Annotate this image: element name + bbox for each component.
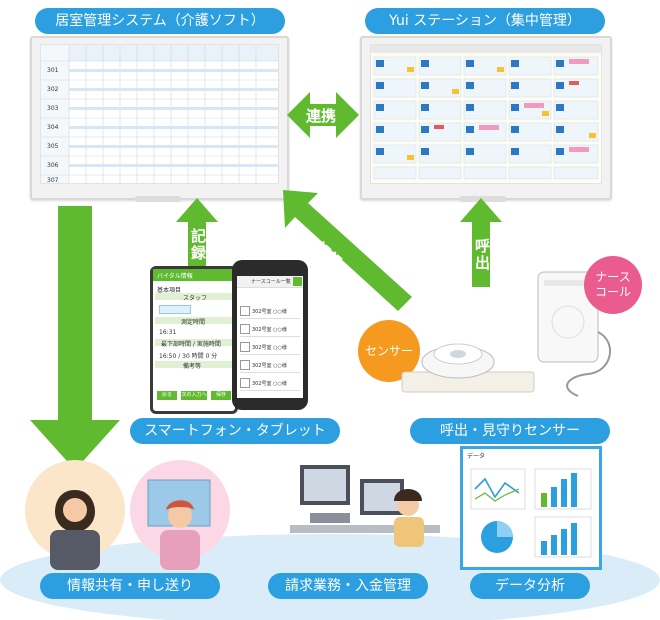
billing-illustration xyxy=(290,465,440,547)
care-system-label: 居室管理システム（介護ソフト） xyxy=(35,8,285,34)
phone-item-text: 302号室 ○○様 xyxy=(252,345,287,351)
checkbox-icon[interactable] xyxy=(240,360,250,370)
tablet-section-bar xyxy=(155,361,233,368)
station-tiles xyxy=(371,45,601,180)
phone-menu-icon[interactable] xyxy=(293,277,302,286)
phone-list-item[interactable]: 302号室 ○○様 xyxy=(240,358,300,373)
care-system-screen: 301 302 303 304 305 306 307 xyxy=(40,44,279,184)
room-label: 305 xyxy=(47,143,59,150)
room-label: 301 xyxy=(47,67,59,74)
checkbox-icon[interactable] xyxy=(240,378,250,388)
link-double-arrow xyxy=(287,92,359,138)
tablet-measure-label: 測定時間 xyxy=(181,319,206,326)
room-label: 302 xyxy=(47,86,59,93)
billing-label: 請求業務・入金管理 xyxy=(268,573,428,599)
analysis-charts xyxy=(470,468,592,558)
phone-list-item[interactable]: 302号室 ○○様 xyxy=(240,322,300,337)
call-arrow-label: 呼出 xyxy=(473,238,491,272)
station-label: Yui ステーション（集中管理） xyxy=(365,8,605,34)
phone-title: ナースコール一覧 xyxy=(251,279,291,285)
checkbox-icon[interactable] xyxy=(240,306,250,316)
phone-item-text: 302号室 ○○様 xyxy=(252,363,287,369)
phone-list-item[interactable]: 302号室 ○○様 xyxy=(240,376,300,391)
phone-item-text: 302号室 ○○様 xyxy=(252,327,287,333)
record-diagonal-arrow xyxy=(283,190,412,311)
care-monitor-stand xyxy=(135,196,181,202)
sensor-device-icon xyxy=(401,343,535,393)
station-monitor xyxy=(360,36,612,200)
nurse-call-badge: ナース コール xyxy=(584,256,642,314)
phone-item-text: 302号室 ○○様 xyxy=(252,309,287,315)
smartphone-device: ナースコール一覧 302号室 ○○様 302号室 ○○様 302号室 ○○様 3… xyxy=(232,260,308,410)
tablet-next-button[interactable]: 次の入力へ xyxy=(181,391,207,400)
data-analysis-label: データ分析 xyxy=(470,573,590,599)
tablet-staff-input[interactable] xyxy=(159,305,191,314)
tablet-field3: 最下部時間 / 実施時間 xyxy=(161,341,221,348)
phone-header xyxy=(237,276,303,288)
record-arrow-label: 記録 xyxy=(189,228,207,262)
station-monitor-stand xyxy=(460,196,506,202)
tablet-back-button[interactable]: 戻る xyxy=(157,391,177,400)
tablet-save-button[interactable]: 保存 xyxy=(211,391,231,400)
tablet-time1: 16:31 xyxy=(159,329,177,336)
record-up-arrow xyxy=(176,198,218,268)
tablet-staff-label: スタッフ xyxy=(183,295,208,302)
room-label: 303 xyxy=(47,105,59,112)
tablet-field4: 備考等 xyxy=(183,363,202,370)
checkbox-icon[interactable] xyxy=(240,324,250,334)
care-grid xyxy=(41,45,278,183)
tablet-section-bar xyxy=(155,293,233,300)
tablet-device: バイタル情報 基本項目 スタッフ 測定時間 16:31 最下部時間 / 実施時間… xyxy=(150,266,238,414)
room-label: 304 xyxy=(47,124,59,131)
tablet-title: バイタル情報 xyxy=(157,273,193,280)
care-system-monitor: 301 302 303 304 305 306 307 xyxy=(30,36,289,200)
phone-list-item[interactable]: 302号室 ○○様 xyxy=(240,340,300,355)
station-screen xyxy=(370,44,602,184)
checkbox-icon[interactable] xyxy=(240,342,250,352)
nurse-call-text: ナース コール xyxy=(594,270,631,299)
nurse-call-device-icon xyxy=(537,271,611,397)
mobile-label: スマートフォン・タブレット xyxy=(130,418,340,444)
analysis-panel-title: データ xyxy=(467,453,486,460)
analysis-panel: データ xyxy=(460,446,602,570)
info-share-label: 情報共有・申し送り xyxy=(40,573,220,599)
info-share-illustration xyxy=(25,460,230,570)
call-up-arrow xyxy=(460,198,502,287)
tablet-section-bar xyxy=(155,317,233,324)
tablet-header xyxy=(153,269,235,281)
sensor-group-label: 呼出・見守りセンサー xyxy=(410,418,610,444)
phone-screen: ナースコール一覧 302号室 ○○様 302号室 ○○様 302号室 ○○様 3… xyxy=(237,276,303,398)
tablet-section-bar xyxy=(155,339,233,346)
link-arrow-label: 連携 xyxy=(306,107,337,125)
tablet-field: 基本項目 xyxy=(157,287,182,294)
phone-list-item[interactable]: 302号室 ○○様 xyxy=(240,304,300,319)
phone-item-text: 302号室 ○○様 xyxy=(252,381,287,387)
room-label: 307 xyxy=(47,177,59,184)
room-label: 306 xyxy=(47,162,59,169)
share-down-arrow xyxy=(30,206,120,470)
tablet-time2: 16:50 / 30 時間 0 分 xyxy=(159,353,218,360)
